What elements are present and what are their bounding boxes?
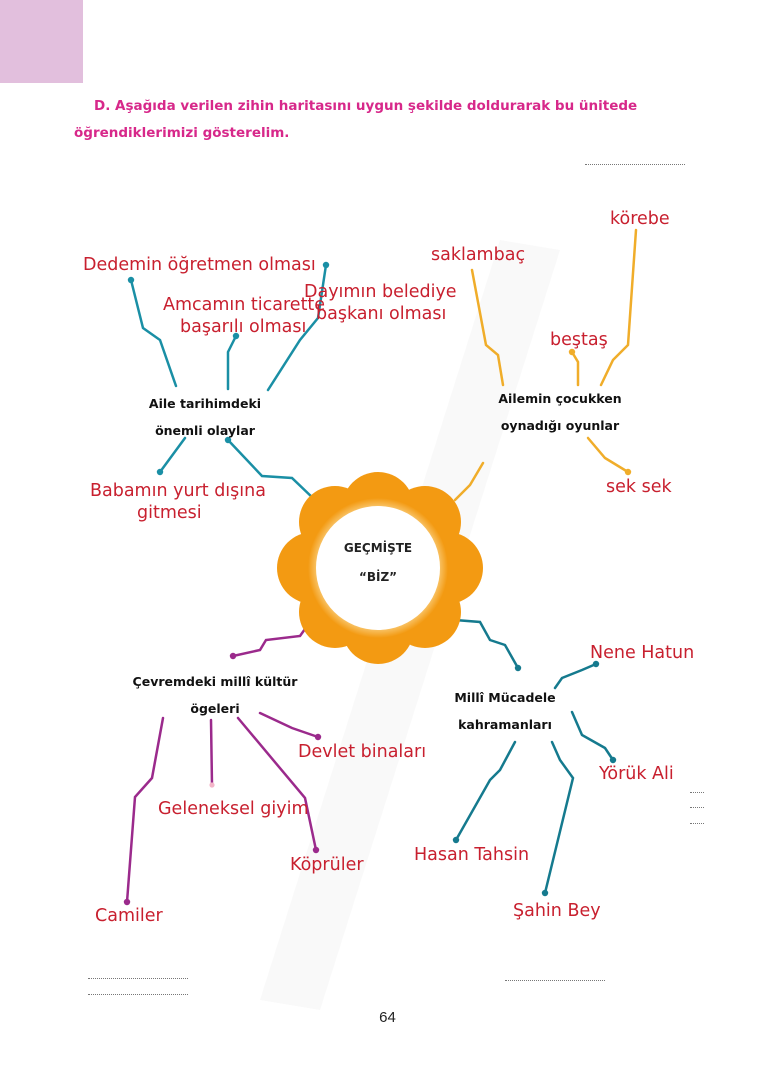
branch-heroes-center	[453, 618, 520, 670]
label-grandfather-teacher: Dedemin öğretmen olması	[83, 255, 316, 275]
label-kopruler: Köprüler	[290, 855, 364, 875]
branch-family-center	[226, 438, 317, 502]
branch-uncle-trade	[226, 334, 238, 391]
answer-line-right-2	[690, 807, 704, 808]
branch-uncle-mayor	[266, 263, 328, 392]
label-geleneksel-giyim: Geleneksel giyim	[158, 799, 309, 819]
branch-giyim	[209, 718, 214, 787]
family-dots	[127, 261, 330, 476]
branch-saklambac	[470, 268, 505, 387]
node-heroes-line2: kahramanları	[458, 717, 552, 732]
center-title-line2: “BİZ”	[358, 570, 398, 584]
label-korebe: körebe	[610, 209, 670, 229]
label-bestas: beştaş	[550, 330, 608, 350]
answer-line-right-3	[690, 823, 704, 824]
node-heroes-line1: Millî Mücadele	[454, 690, 556, 705]
branch-hasan-tahsin	[454, 740, 517, 842]
center-title: GEÇMİŞTE “BİZ”	[328, 534, 428, 592]
heroes-branches	[453, 618, 615, 895]
branch-father	[158, 436, 187, 474]
node-family-history: Aile tarihimdeki önemli olaylar	[140, 390, 270, 444]
branch-yoruk-ali	[570, 710, 615, 762]
label-hasan-tahsin: Hasan Tahsin	[414, 845, 530, 865]
node-family-history-line2: önemli olaylar	[155, 423, 255, 438]
branch-sahin-bey	[543, 740, 575, 895]
family-branches	[129, 263, 328, 502]
corner-decoration	[0, 0, 83, 83]
node-childhood-games-line2: oynadığı oyunlar	[500, 418, 620, 433]
label-uncle-mayor-2: başkanı olması	[316, 304, 447, 324]
branch-grandfather	[129, 278, 178, 388]
branch-nene-hatun	[553, 662, 598, 690]
label-yoruk-ali: Yörük Ali	[599, 764, 674, 784]
games-dots	[568, 348, 632, 476]
answer-line-bottom-right	[505, 980, 605, 981]
label-father-abroad-2: gitmesi	[137, 503, 202, 523]
label-nene-hatun: Nene Hatun	[590, 643, 695, 663]
page-number: 64	[379, 1009, 396, 1026]
node-childhood-games-line1: Ailemin çocukken	[498, 391, 622, 406]
label-seksek: sek sek	[606, 477, 672, 497]
center-cloud	[277, 472, 483, 664]
heroes-dots	[452, 660, 617, 897]
label-saklambac: saklambaç	[431, 245, 526, 265]
games-branches	[453, 228, 638, 502]
answer-line-top-right	[585, 164, 685, 165]
node-family-history-line1: Aile tarihimdeki	[148, 396, 262, 411]
node-heroes: Millî Mücadele kahramanları	[440, 684, 570, 738]
answer-line-right-1	[690, 792, 704, 793]
label-uncle-trade-2: başarılı olması	[180, 317, 307, 337]
branch-kopruler	[236, 716, 318, 852]
label-camiler: Camiler	[95, 906, 163, 926]
branch-games-center	[453, 461, 485, 502]
culture-dot-giyim	[209, 782, 215, 788]
answer-line-bottom-left-1	[88, 978, 188, 979]
node-culture: Çevremdeki millî kültür ögeleri	[130, 668, 300, 722]
node-childhood-games: Ailemin çocukken oynadığı oyunlar	[490, 385, 630, 439]
label-father-abroad-1: Babamın yurt dışına	[90, 481, 266, 501]
instruction-text: D. Aşağıda verilen zihin haritasını uygu…	[74, 98, 638, 141]
center-title-line1: GEÇMİŞTE	[343, 541, 413, 555]
node-culture-line2: ögeleri	[190, 701, 240, 716]
label-devlet-binalari: Devlet binaları	[298, 742, 427, 762]
node-culture-line1: Çevremdeki millî kültür	[132, 674, 298, 689]
branch-camiler	[125, 716, 165, 904]
branch-devlet	[258, 711, 320, 739]
branch-korebe	[599, 228, 638, 387]
label-uncle-mayor-1: Dayımın belediye	[304, 282, 457, 302]
answer-line-bottom-left-2	[88, 994, 188, 995]
label-uncle-trade-1: Amcamın ticarette	[163, 295, 326, 315]
branch-seksek	[586, 436, 630, 474]
branch-bestas	[570, 350, 580, 387]
label-sahin-bey: Şahin Bey	[513, 901, 601, 921]
culture-dots	[123, 652, 322, 906]
